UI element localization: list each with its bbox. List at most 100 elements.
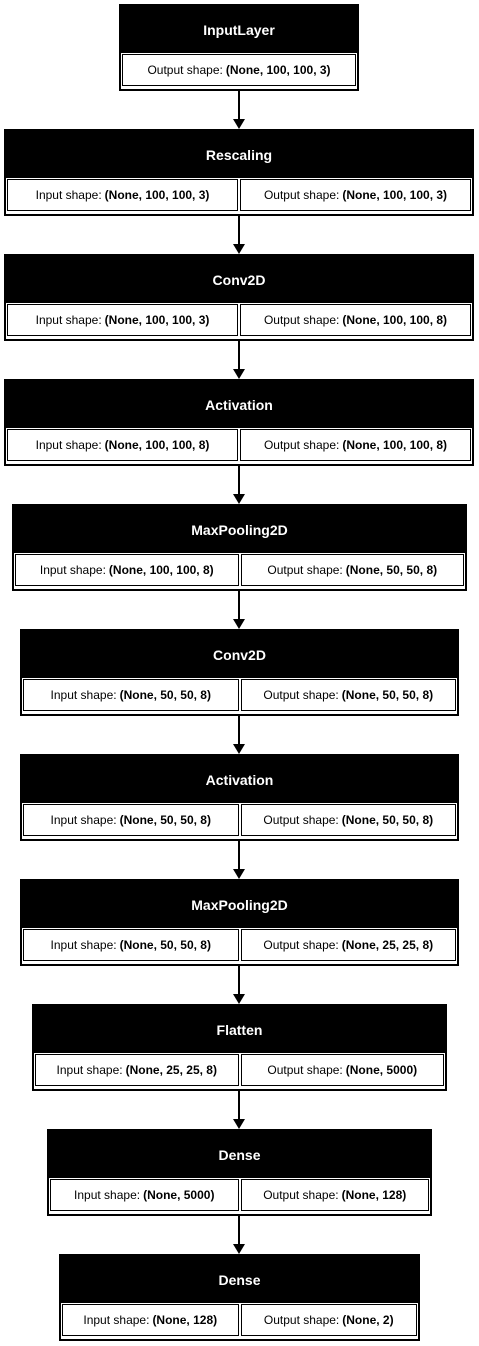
output-shape-cell: Output shape:(None, 50, 50, 8) [240,679,456,711]
input-shape-label: Input shape: [56,1063,123,1077]
shape-row: Output shape:(None, 100, 100, 3) [121,53,357,87]
arrow-head-icon [233,119,245,129]
layer-title: Dense [49,1131,430,1178]
input-shape-cell: Input shape:(None, 100, 100, 8) [7,429,238,461]
connector-arrow [233,966,245,1004]
arrow-head-icon [233,1244,245,1254]
arrow-head-icon [233,494,245,504]
arrow-head-icon [233,869,245,879]
input-shape-value: (None, 50, 50, 8) [119,938,211,952]
input-shape-cell: Input shape:(None, 5000) [50,1179,239,1211]
output-shape-cell: Output shape:(None, 100, 100, 8) [240,429,471,461]
input-shape-label: Input shape: [50,938,117,952]
shape-row: Input shape:(None, 25, 25, 8)Output shap… [34,1053,445,1087]
output-shape-value: (None, 100, 100, 3) [225,63,331,77]
arrow-shaft [238,466,240,496]
input-shape-value: (None, 50, 50, 8) [119,688,211,702]
input-shape-value: (None, 50, 50, 8) [119,813,211,827]
input-shape-value: (None, 25, 25, 8) [125,1063,217,1077]
arrow-head-icon [233,244,245,254]
input-shape-label: Input shape: [74,1188,141,1202]
output-shape-cell: Output shape:(None, 128) [240,1179,429,1211]
input-shape-label: Input shape: [50,688,117,702]
arrow-shaft [238,1091,240,1121]
input-shape-cell: Input shape:(None, 128) [62,1304,239,1336]
input-shape-label: Input shape: [39,563,106,577]
layer-title: Conv2D [22,631,457,678]
arrow-shaft [238,716,240,746]
arrow-head-icon [233,1119,245,1129]
shape-row: Input shape:(None, 100, 100, 8)Output sh… [6,428,472,462]
arrow-shaft [238,591,240,621]
connector-arrow [233,91,245,129]
output-shape-cell: Output shape:(None, 100, 100, 3) [122,54,356,86]
output-shape-value: (None, 128) [341,1188,407,1202]
input-shape-value: (None, 100, 100, 3) [104,188,210,202]
input-shape-value: (None, 128) [152,1313,218,1327]
input-shape-cell: Input shape:(None, 25, 25, 8) [35,1054,239,1086]
arrow-shaft [238,91,240,121]
arrow-head-icon [233,744,245,754]
connector-arrow [233,1216,245,1254]
input-shape-label: Input shape: [35,438,102,452]
shape-row: Input shape:(None, 50, 50, 8)Output shap… [22,678,457,712]
connector-arrow [233,466,245,504]
layer-title: MaxPooling2D [14,506,465,553]
input-shape-cell: Input shape:(None, 50, 50, 8) [23,929,239,961]
output-shape-cell: Output shape:(None, 50, 50, 8) [240,554,464,586]
output-shape-label: Output shape: [263,938,339,952]
output-shape-value: (None, 50, 50, 8) [345,563,438,577]
layer-title: Activation [6,381,472,428]
connector-arrow [233,341,245,379]
connector-arrow [233,841,245,879]
connector-arrow [233,591,245,629]
input-shape-cell: Input shape:(None, 100, 100, 8) [15,554,239,586]
output-shape-value: (None, 100, 100, 8) [342,313,448,327]
input-shape-label: Input shape: [35,188,102,202]
output-shape-cell: Output shape:(None, 50, 50, 8) [240,804,456,836]
output-shape-cell: Output shape:(None, 100, 100, 8) [240,304,471,336]
layer-title: Conv2D [6,256,472,303]
output-shape-value: (None, 5000) [345,1063,418,1077]
shape-row: Input shape:(None, 128)Output shape:(Non… [61,1303,418,1337]
output-shape-cell: Output shape:(None, 5000) [240,1054,444,1086]
output-shape-cell: Output shape:(None, 2) [240,1304,417,1336]
input-shape-cell: Input shape:(None, 50, 50, 8) [23,804,239,836]
connector-arrow [233,1091,245,1129]
output-shape-value: (None, 100, 100, 3) [342,188,448,202]
connector-arrow [233,716,245,754]
output-shape-value: (None, 25, 25, 8) [341,938,434,952]
input-shape-label: Input shape: [35,313,102,327]
output-shape-label: Output shape: [263,1188,339,1202]
input-shape-value: (None, 100, 100, 8) [108,563,214,577]
arrow-head-icon [233,994,245,1004]
arrow-head-icon [233,619,245,629]
output-shape-label: Output shape: [263,688,339,702]
output-shape-value: (None, 2) [342,1313,394,1327]
output-shape-cell: Output shape:(None, 25, 25, 8) [240,929,456,961]
output-shape-label: Output shape: [263,188,340,202]
shape-row: Input shape:(None, 50, 50, 8)Output shap… [22,928,457,962]
layer-title: Activation [22,756,457,803]
input-shape-value: (None, 100, 100, 8) [104,438,210,452]
output-shape-value: (None, 50, 50, 8) [341,688,434,702]
output-shape-label: Output shape: [267,1063,343,1077]
output-shape-cell: Output shape:(None, 100, 100, 3) [240,179,471,211]
layer-title: InputLayer [121,6,357,53]
arrow-shaft [238,341,240,371]
output-shape-label: Output shape: [263,1313,340,1327]
layer-title: MaxPooling2D [22,881,457,928]
input-shape-value: (None, 5000) [143,1188,215,1202]
output-shape-value: (None, 50, 50, 8) [341,813,434,827]
arrow-head-icon [233,369,245,379]
output-shape-label: Output shape: [263,313,340,327]
shape-row: Input shape:(None, 100, 100, 8)Output sh… [14,553,465,587]
layer-title: Rescaling [6,131,472,178]
